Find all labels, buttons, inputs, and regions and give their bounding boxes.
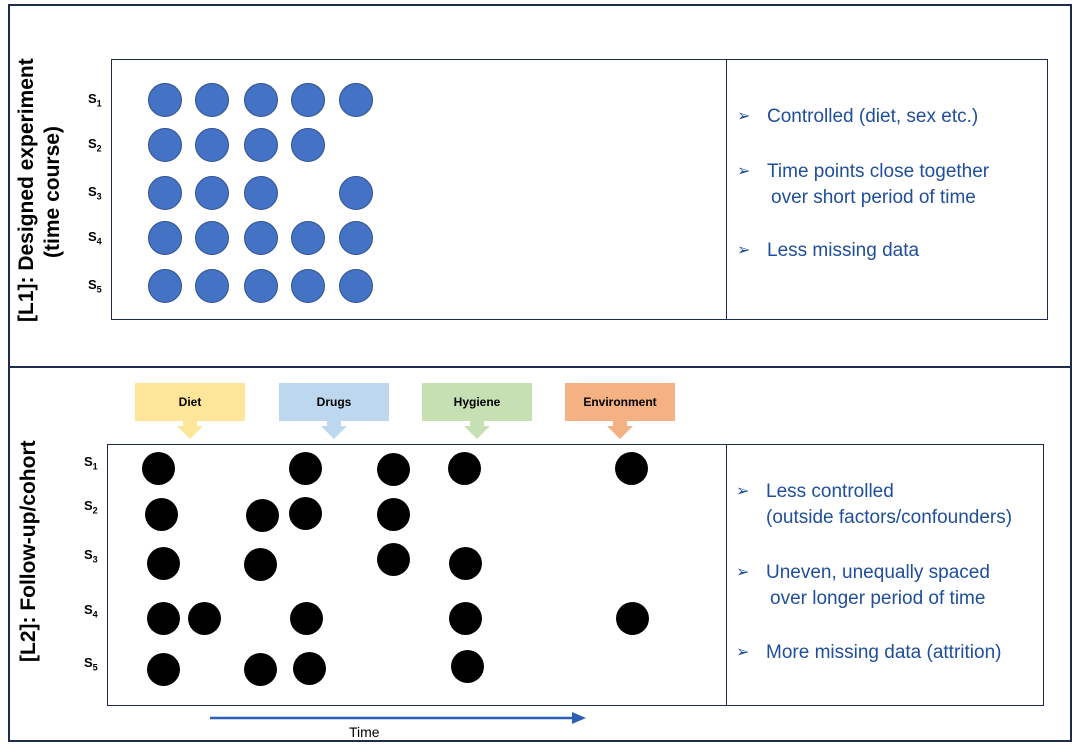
factor-callout: Hygiene [422, 383, 532, 421]
subject-label: S3 [88, 184, 102, 202]
sample-dot [147, 653, 180, 686]
subject-label: S4 [88, 229, 102, 247]
sample-dot [148, 128, 182, 162]
sample-dot [339, 221, 373, 255]
bullet-text-line2: over longer period of time [770, 588, 986, 609]
sample-dot [195, 83, 229, 117]
subject-label: S3 [84, 547, 98, 565]
sample-dot [244, 221, 278, 255]
arrow-bullet-icon: ➢ [737, 242, 751, 259]
sample-dot [142, 452, 175, 485]
sample-dot [339, 176, 373, 210]
sample-dot [290, 602, 323, 635]
sample-dot [291, 269, 325, 303]
sample-dot [616, 602, 649, 635]
subject-label: S5 [88, 277, 102, 295]
arrow-bullet-icon: ➢ [736, 644, 750, 661]
bullet-text: More missing data (attrition) [766, 642, 1002, 663]
factor-callout: Environment [565, 383, 675, 421]
callout-pointer-stem [327, 421, 341, 426]
sample-dot [448, 452, 481, 485]
sample-dot [195, 128, 229, 162]
sample-dot [377, 498, 410, 531]
sample-dot [289, 452, 322, 485]
bullet-text: Controlled (diet, sex etc.) [767, 106, 979, 127]
sample-dot [449, 602, 482, 635]
sample-dot [246, 499, 279, 532]
subject-label: S2 [84, 498, 98, 516]
sample-dot [147, 602, 180, 635]
bullet-text-line2: (outside factors/confounders) [766, 507, 1013, 528]
sample-dot [293, 652, 326, 685]
side-label-line1: [L1]: Designed experiment [15, 58, 38, 322]
sample-dot [244, 83, 278, 117]
sample-dot [377, 453, 410, 486]
callout-pointer-icon [177, 426, 203, 439]
sample-dot [147, 547, 180, 580]
sample-dot [289, 497, 322, 530]
sample-dot [291, 221, 325, 255]
sample-dot [195, 221, 229, 255]
sample-dot [148, 83, 182, 117]
sample-dot [145, 498, 178, 531]
sample-dot [244, 269, 278, 303]
sample-dot [148, 269, 182, 303]
sample-dot [615, 452, 648, 485]
sample-dot [148, 176, 182, 210]
sample-dot [451, 650, 484, 683]
side-label-line2: (time course) [41, 126, 64, 258]
sample-dot [339, 269, 373, 303]
subject-label: S2 [88, 136, 102, 154]
time-arrow [210, 712, 586, 724]
callout-pointer-icon [321, 426, 347, 439]
sample-dot [377, 543, 410, 576]
sample-dot [195, 269, 229, 303]
subject-label: S5 [84, 655, 98, 673]
designed-experiment-panel: [L1]: Designed experiment (time course) … [8, 4, 1072, 368]
box-divider [726, 445, 727, 705]
sample-dot [148, 221, 182, 255]
sample-dot [244, 128, 278, 162]
subject-label: S1 [88, 91, 102, 109]
bullet-text: Less missing data [767, 240, 920, 261]
callout-pointer-icon [607, 426, 633, 439]
arrow-bullet-icon: ➢ [736, 483, 750, 500]
bullet-text: Time points close together [767, 161, 990, 182]
sample-dot [188, 602, 221, 635]
arrow-bullet-icon: ➢ [737, 163, 751, 180]
callout-pointer-icon [464, 426, 490, 439]
sample-dot [244, 548, 277, 581]
sample-dot [339, 83, 373, 117]
arrow-bullet-icon: ➢ [736, 564, 750, 581]
arrow-bullet-icon: ➢ [737, 108, 751, 125]
bullet-text: Uneven, unequally spaced [766, 562, 990, 583]
callout-pointer-stem [470, 421, 484, 426]
sample-dot [195, 176, 229, 210]
time-axis-label: Time [349, 724, 380, 740]
factor-callout: Drugs [279, 383, 389, 421]
sample-dot [291, 83, 325, 117]
time-arrow-head [572, 712, 586, 724]
bullet-text: Less controlled [766, 481, 894, 502]
sample-dot [449, 547, 482, 580]
follow-up-cohort-panel: [L2]: Follow-up/cohort Diet Drugs Hygiene E… [8, 366, 1072, 742]
panel-side-label: [L2]: Follow-up/cohort [17, 440, 40, 662]
sample-dot [291, 128, 325, 162]
panel-side-label: [L1]: Designed experiment (time course) [14, 58, 66, 322]
factor-callout: Diet [135, 383, 245, 421]
sample-dot [244, 653, 277, 686]
bullet-text-line2: over short period of time [771, 187, 976, 208]
callout-pointer-stem [183, 421, 197, 426]
subject-label: S1 [84, 454, 98, 472]
sample-dot [244, 176, 278, 210]
box-divider [726, 60, 727, 319]
subject-label: S4 [84, 602, 98, 620]
callout-pointer-stem [613, 421, 627, 426]
